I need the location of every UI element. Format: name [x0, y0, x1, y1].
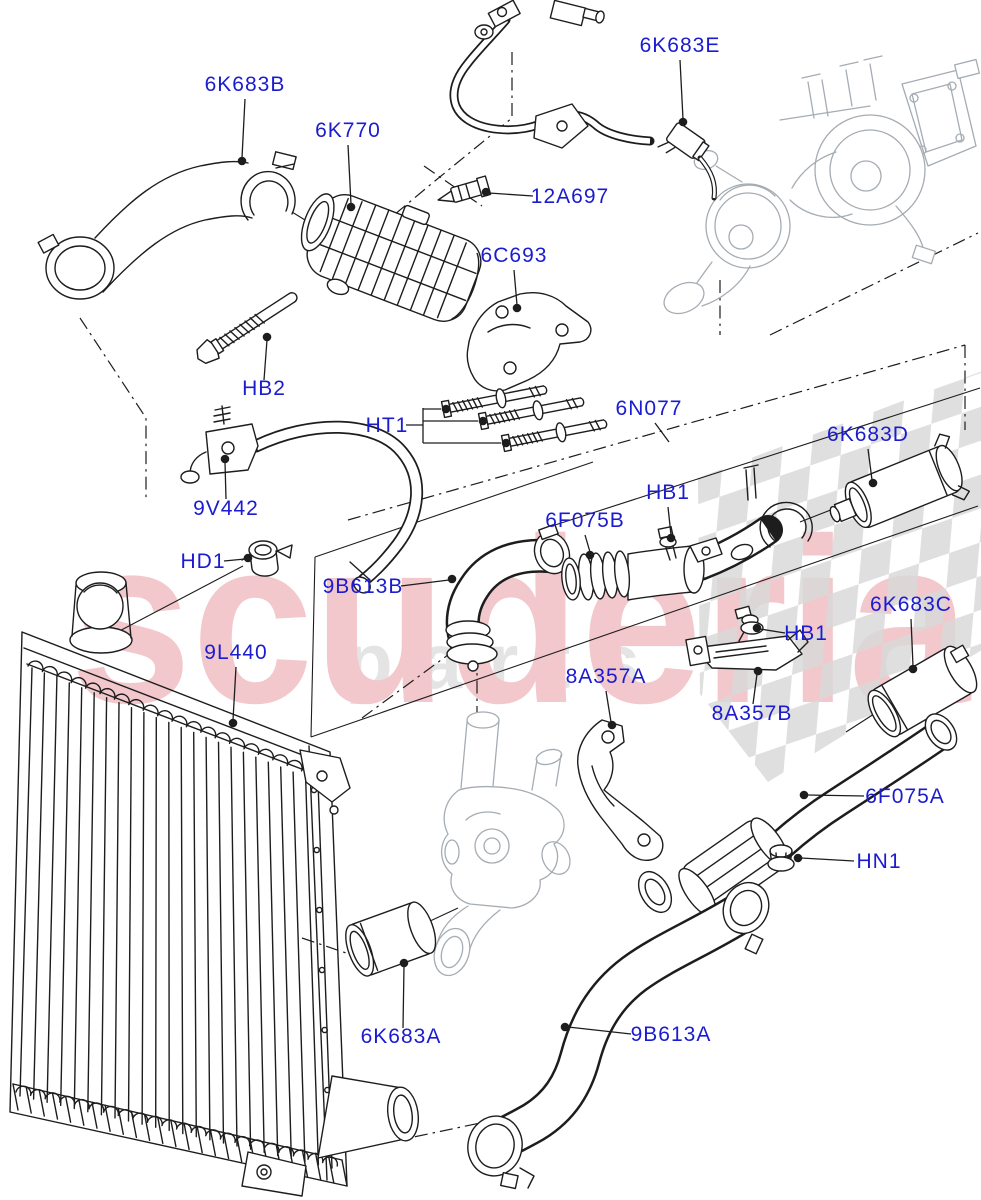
callout-dot-9B613B [447, 574, 457, 584]
part-label-6N077[interactable]: 6N077 [616, 397, 683, 420]
drawing-hose-6K683D [829, 433, 970, 529]
part-label-HN1[interactable]: HN1 [856, 850, 901, 873]
watermark-parts-text: parts [345, 617, 666, 705]
drawing-hose-9B613A [467, 881, 770, 1190]
drawing-nut-HN1 [767, 844, 795, 872]
part-label-HB1-b[interactable]: HB1 [784, 622, 828, 645]
callout-dot-12A697 [481, 187, 491, 197]
part-label-HT1[interactable]: HT1 [366, 414, 409, 437]
part-label-6K683C[interactable]: 6K683C [870, 593, 952, 616]
leader-line-HB1-b [759, 628, 786, 634]
callout-dot-HT1 [478, 416, 488, 426]
part-label-12A697[interactable]: 12A697 [531, 185, 609, 208]
callout-dot-HB1-b [752, 623, 762, 633]
part-labels: 6K683B6K7706K683E12A6976C693HB2HT19V442H… [180, 34, 952, 1048]
part-label-HB1-a[interactable]: HB1 [646, 481, 690, 504]
watermark-layer: parts scuderia [70, 371, 981, 782]
callout-dot-6F075B [585, 550, 595, 560]
leader-line-6K683D [867, 448, 873, 481]
part-label-HD1[interactable]: HD1 [180, 550, 225, 573]
leader-line-6K683A [402, 965, 405, 1029]
part-label-6K683B[interactable]: 6K683B [205, 73, 286, 96]
leader-line-6K683B [241, 98, 246, 159]
callout-dot-8A357B [753, 666, 763, 676]
leader-line-9B613B [400, 579, 450, 587]
part-label-6K683E[interactable]: 6K683E [640, 34, 721, 57]
callout-dot-HT1 [441, 404, 451, 414]
leader-line-9L440 [232, 666, 237, 721]
intercooler-port [69, 571, 133, 654]
drawing-bracket-8A357A [577, 719, 664, 861]
callout-dot-HT1 [501, 438, 511, 448]
part-label-9V442[interactable]: 9V442 [193, 497, 259, 520]
callout-dot-8A357A [607, 720, 617, 730]
drawing-thermostat-unit [433, 711, 571, 977]
callout-dot-6K683B [237, 156, 247, 166]
leader-line-9B613A [567, 1026, 632, 1035]
drawing-bolt-HB2 [196, 292, 298, 364]
part-label-6K770[interactable]: 6K770 [315, 119, 381, 142]
drawing-intercooler-9L440 [9, 571, 420, 1197]
part-label-6C693[interactable]: 6C693 [481, 244, 548, 267]
drawing-pipe-6F075B [561, 464, 813, 601]
callout-dot-9L440 [228, 718, 238, 728]
part-label-9B613B[interactable]: 9B613B [323, 575, 404, 598]
callout-dot-6K683E [678, 117, 688, 127]
leader-line-6K683C [910, 618, 914, 667]
drawing-bracket-6C693 [466, 292, 592, 392]
callout-dot-6K683D [868, 478, 878, 488]
drawing-sleeve-6K683A [345, 901, 437, 977]
part-label-9L440[interactable]: 9L440 [204, 641, 267, 664]
intercooler-line [19, 667, 333, 1169]
callout-dot-6K683A [399, 958, 409, 968]
leader-line-6N077 [654, 422, 670, 443]
leader-line-8A357A [605, 690, 612, 723]
part-label-6K683A[interactable]: 6K683A [361, 1025, 442, 1048]
callout-dot-6K683C [908, 664, 918, 674]
intercooler-line [27, 660, 332, 783]
leader-line-HB2 [263, 339, 268, 381]
callout-dot-9B613A [560, 1022, 570, 1032]
drawing-bracket-8A357B [685, 605, 809, 671]
drawing-pipe-6F075A [637, 713, 958, 917]
leader-line-6C693 [513, 269, 518, 306]
part-label-9B613A[interactable]: 9B613A [631, 1023, 712, 1046]
callout-dot-HN1 [793, 853, 803, 863]
leader-line-9V442 [224, 461, 227, 500]
leader-line-HN1 [800, 857, 855, 862]
callout-dot-6C693 [512, 303, 522, 313]
leader-line-HD1 [223, 558, 246, 562]
callout-dot-HB1-a [666, 533, 676, 543]
drawing-hose-9V442 [180, 405, 424, 594]
drawing-hose-9B613B [445, 523, 571, 672]
leader-line-6F075B [584, 534, 591, 553]
leader-line-6K683E [679, 59, 684, 120]
drawing-hose-6K683B [37, 151, 297, 300]
part-label-6K683D[interactable]: 6K683D [827, 423, 909, 446]
part-label-6F075B[interactable]: 6F075B [545, 509, 625, 532]
drawing-pipe-assembly-6K683E [449, 0, 717, 201]
leader-line-6F075A [806, 794, 865, 797]
intercooler-outlet [241, 1075, 420, 1197]
leader-line-6K770 [347, 144, 352, 205]
leader-line-8A357B [752, 673, 758, 705]
callout-dot-9V442 [220, 454, 230, 464]
intercooler-fins [19, 667, 333, 1169]
part-label-HB2[interactable]: HB2 [242, 377, 286, 400]
part-label-8A357A[interactable]: 8A357A [566, 665, 647, 688]
drawing-air-cleaner-6K770 [300, 193, 482, 322]
callout-dot-HD1 [243, 553, 253, 563]
intercooler-line [12, 1083, 348, 1187]
drawing-bolt-HB1-b [734, 605, 764, 642]
callout-dot-6F075A [799, 790, 809, 800]
drawing-turbocharger [663, 55, 981, 315]
callout-dot-6K770 [346, 202, 356, 212]
leader-line-HB1-a [667, 506, 672, 536]
drawing-studs-HT1 [440, 385, 608, 453]
part-label-8A357B[interactable]: 8A357B [712, 702, 793, 725]
part-label-6F075A[interactable]: 6F075A [865, 785, 945, 808]
leader-line-12A697 [488, 192, 534, 197]
callout-dot-HB2 [262, 332, 272, 342]
